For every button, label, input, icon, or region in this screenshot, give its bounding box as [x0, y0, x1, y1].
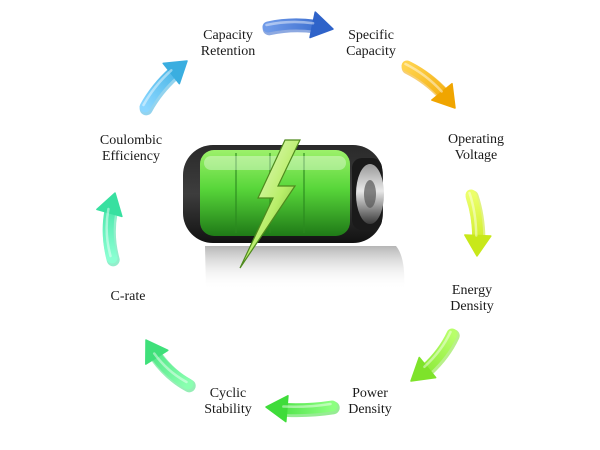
- arrow-crate-to-efficiency-head: [96, 192, 123, 218]
- lightning-bolt-icon: [239, 139, 301, 269]
- arrow-crate-to-efficiency: [96, 192, 123, 267]
- arrow-energy-to-power-head: [410, 356, 437, 382]
- arrow-stability-to-crate: [145, 339, 196, 393]
- arrow-retention-to-capacity-head: [309, 11, 334, 39]
- cycle-arrows: [96, 11, 492, 423]
- arrow-power-to-stability-head: [265, 394, 289, 423]
- battery-reflection: [205, 246, 405, 290]
- arrow-voltage-to-energy-head: [464, 234, 492, 257]
- arrow-stability-to-crate-head: [145, 339, 169, 365]
- battery-illustration: [183, 139, 405, 290]
- label-c-rate: C-rate: [110, 289, 146, 304]
- arrow-voltage-to-energy: [464, 189, 492, 257]
- arrow-energy-to-power: [410, 328, 460, 382]
- arrow-capacity-to-voltage: [401, 60, 456, 109]
- arrow-efficiency-to-retention-head: [162, 60, 188, 85]
- arrow-retention-to-capacity: [262, 11, 334, 39]
- arrow-power-to-stability: [265, 394, 340, 423]
- arrow-efficiency-to-retention: [139, 60, 188, 116]
- arrow-capacity-to-voltage-head: [431, 82, 456, 109]
